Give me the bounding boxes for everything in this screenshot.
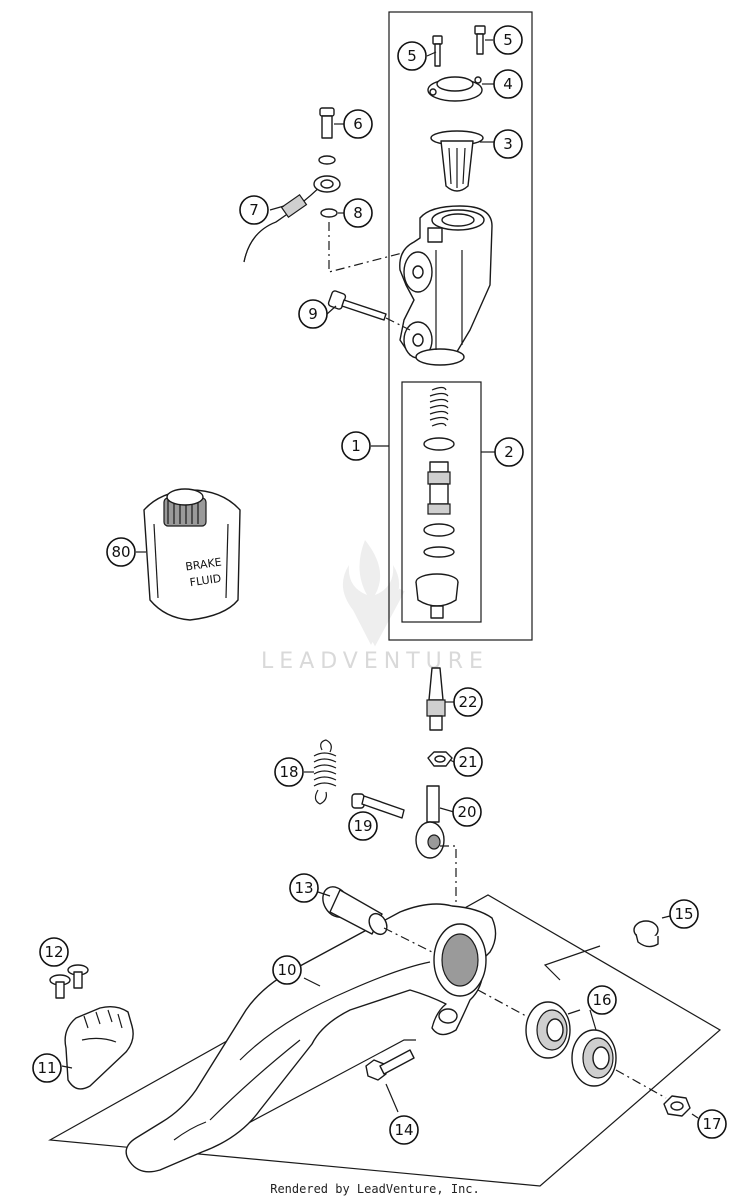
svg-text:16: 16 [592, 991, 611, 1009]
brake-fluid-label-line1: BRAKE [185, 556, 223, 574]
callout-80[interactable]: 80 [106, 537, 136, 567]
callout-4[interactable]: 4 [493, 69, 523, 99]
part-21-nut[interactable] [427, 751, 453, 767]
callout-21[interactable]: 21 [453, 747, 483, 777]
kit-dust-boot[interactable] [415, 573, 459, 619]
part-5-screw-left[interactable] [432, 35, 443, 67]
callout-1[interactable]: 1 [341, 431, 371, 461]
part-6-banjo-bolt[interactable] [319, 107, 335, 139]
svg-text:9: 9 [308, 305, 318, 323]
svg-text:6: 6 [353, 115, 363, 133]
svg-text:3: 3 [503, 135, 513, 153]
svg-text:2: 2 [504, 443, 514, 461]
svg-text:8: 8 [353, 204, 363, 222]
part-10-brake-pedal[interactable] [125, 903, 497, 1173]
svg-text:13: 13 [294, 879, 313, 897]
repair-kit-group-box [401, 381, 482, 623]
callout-14[interactable]: 14 [389, 1115, 419, 1145]
svg-text:17: 17 [702, 1115, 721, 1133]
callout-8[interactable]: 8 [343, 198, 373, 228]
callout-10[interactable]: 10 [272, 955, 302, 985]
callout-9[interactable]: 9 [298, 299, 328, 329]
part-7-brake-hose[interactable] [243, 175, 341, 263]
callout-20[interactable]: 20 [452, 797, 482, 827]
callout-5-right[interactable]: 5 [493, 25, 523, 55]
svg-text:21: 21 [458, 753, 477, 771]
callout-2[interactable]: 2 [494, 437, 524, 467]
part-4-reservoir-cover[interactable] [427, 76, 483, 102]
watermark-text: LEADVENTURE [261, 649, 489, 674]
callout-6[interactable]: 6 [343, 109, 373, 139]
svg-text:18: 18 [279, 763, 298, 781]
part-20-clevis[interactable] [415, 785, 445, 859]
svg-text:7: 7 [249, 201, 259, 219]
part-16-bearing-2[interactable] [571, 1029, 617, 1087]
part-16-bearing-1[interactable] [525, 1001, 571, 1059]
callout-22[interactable]: 22 [453, 687, 483, 717]
part-15-spacer[interactable] [633, 920, 659, 948]
kit-spring[interactable] [429, 386, 449, 427]
kit-seal-middle[interactable] [423, 523, 455, 537]
svg-text:1: 1 [351, 437, 361, 455]
callout-11[interactable]: 11 [32, 1053, 62, 1083]
callout-18[interactable]: 18 [274, 757, 304, 787]
kit-piston[interactable] [427, 461, 451, 515]
master-cylinder-body[interactable] [399, 205, 493, 366]
svg-text:12: 12 [44, 943, 63, 961]
callout-19[interactable]: 19 [348, 811, 378, 841]
part-6-washer[interactable] [318, 155, 336, 165]
svg-text:10: 10 [277, 961, 296, 979]
callout-7[interactable]: 7 [239, 195, 269, 225]
svg-text:11: 11 [37, 1059, 56, 1077]
svg-text:5: 5 [503, 31, 513, 49]
part-11-pedal-step[interactable] [64, 1005, 134, 1090]
callout-17[interactable]: 17 [697, 1109, 727, 1139]
svg-text:19: 19 [353, 817, 372, 835]
part-17-nut[interactable] [663, 1095, 691, 1117]
watermark-logo-icon [342, 540, 405, 647]
callout-16[interactable]: 16 [587, 985, 617, 1015]
kit-seal-upper[interactable] [423, 437, 455, 451]
callout-13[interactable]: 13 [289, 873, 319, 903]
callout-12[interactable]: 12 [39, 937, 69, 967]
part-18-return-spring[interactable] [313, 739, 337, 805]
part-12-screw-left[interactable] [49, 974, 71, 999]
part-22-push-rod[interactable] [426, 667, 446, 731]
svg-text:80: 80 [111, 543, 130, 561]
part-5-screw-right[interactable] [474, 25, 486, 55]
svg-text:20: 20 [457, 803, 476, 821]
brake-fluid-label-line2: FLUID [189, 572, 222, 589]
master-cylinder-group-box [388, 11, 533, 641]
part-12-screw-right[interactable] [67, 964, 89, 989]
svg-text:22: 22 [458, 693, 477, 711]
part-19-pin[interactable] [351, 793, 405, 819]
kit-circlip[interactable] [423, 546, 455, 558]
svg-text:15: 15 [674, 905, 693, 923]
part-3-diaphragm[interactable] [430, 130, 484, 192]
part-8-washer[interactable] [320, 208, 338, 218]
svg-text:14: 14 [394, 1121, 413, 1139]
part-13-pivot-bushing[interactable] [318, 882, 391, 937]
part-9-bolt[interactable] [327, 290, 387, 321]
svg-text:5: 5 [407, 47, 417, 65]
part-80-brake-fluid-bottle[interactable] [143, 488, 241, 621]
part-14-bolt[interactable] [365, 1049, 415, 1081]
callout-15[interactable]: 15 [669, 899, 699, 929]
callout-3[interactable]: 3 [493, 129, 523, 159]
svg-text:4: 4 [503, 75, 513, 93]
footer-credit: Rendered by LeadVenture, Inc. [270, 1182, 480, 1196]
callout-5-left[interactable]: 5 [397, 41, 427, 71]
